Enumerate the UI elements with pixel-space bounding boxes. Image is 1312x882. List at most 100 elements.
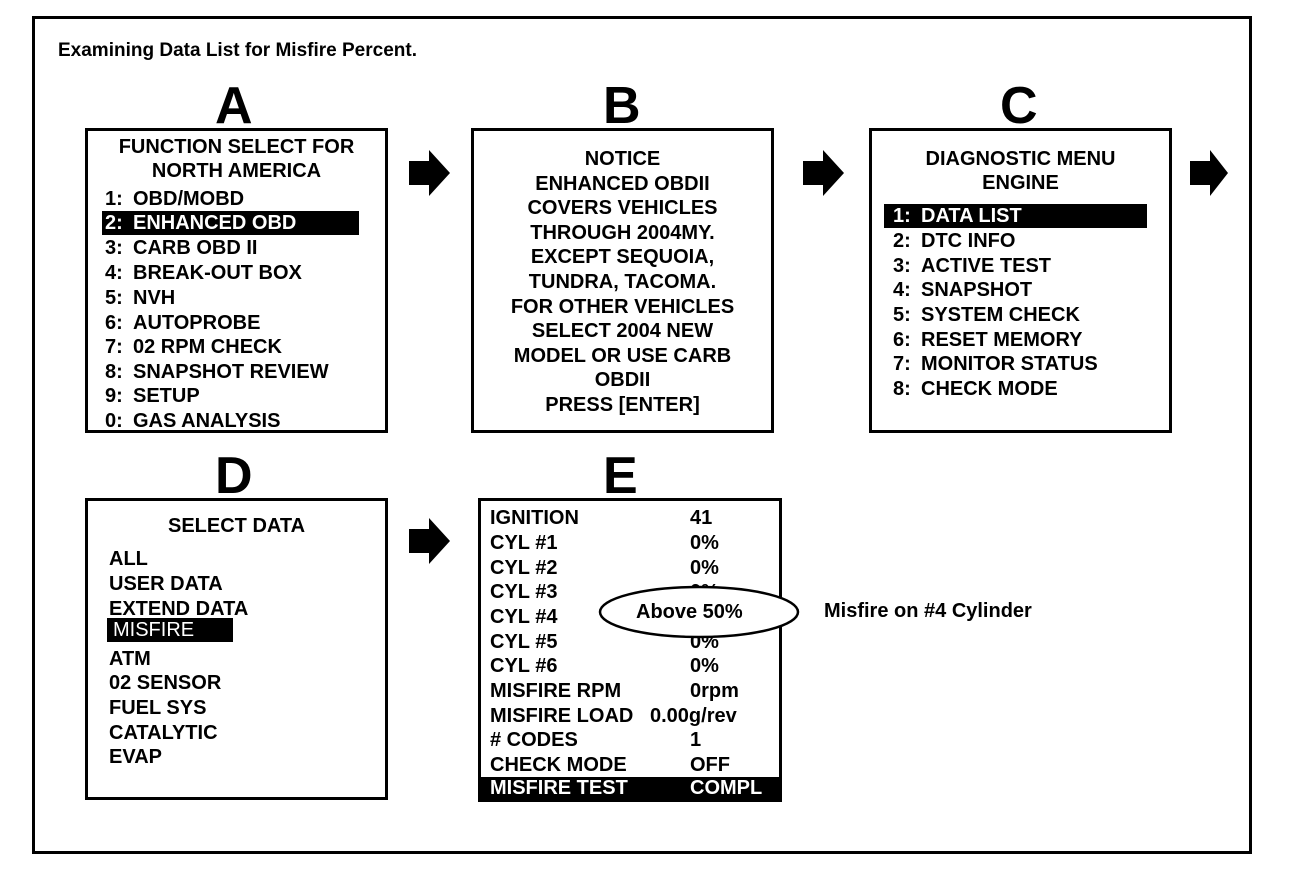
- panel-a-letter: A: [215, 77, 253, 135]
- notice-line-4: THROUGH 2004MY.: [530, 221, 715, 244]
- arrow-right-icon: [1190, 150, 1228, 196]
- item-number: 3:: [893, 255, 911, 277]
- item-label: DATA LIST: [921, 205, 1022, 227]
- menu-item-check-mode[interactable]: 8: CHECK MODE: [893, 377, 1058, 401]
- menu-item-system-check[interactable]: 5: SYSTEM CHECK: [893, 303, 1080, 327]
- item-label: SETUP: [133, 385, 200, 407]
- item-label: NVH: [133, 287, 176, 309]
- row-label: MISFIRE TEST: [490, 777, 628, 799]
- item-number: 5:: [893, 304, 911, 326]
- menu-item-reset-memory[interactable]: 6:RESET MEMORY: [893, 328, 1083, 352]
- data-row-misfire-test: MISFIRE TEST COMPL: [481, 777, 779, 799]
- data-option-extend-data[interactable]: EXTEND DATA: [109, 598, 249, 620]
- menu-item-gas-analysis[interactable]: 0: GAS ANALYSIS: [105, 409, 280, 433]
- screen-c-header-line2: ENGINE: [982, 172, 1059, 194]
- menu-item-obd-mobd[interactable]: 1:OBD/MOBD: [105, 187, 244, 211]
- diagram-frame: [32, 16, 1252, 854]
- menu-item-nvh[interactable]: 5:NVH: [105, 286, 175, 310]
- arrow-right-icon: [409, 518, 450, 564]
- menu-item-break-out-box[interactable]: 4: BREAK-OUT BOX: [105, 261, 302, 285]
- row-value: 1: [690, 729, 702, 751]
- panel-e-letter: E: [603, 447, 638, 505]
- menu-item-active-test[interactable]: 3:ACTIVE TEST: [893, 254, 1051, 278]
- item-number: 2:: [105, 212, 123, 234]
- menu-item-autoprobe[interactable]: 6:AUTOPROBE: [105, 311, 260, 335]
- item-label: CHECK MODE: [921, 378, 1058, 400]
- row-label: CYL #2: [490, 557, 558, 579]
- item-number: 4:: [893, 279, 911, 301]
- screen-a-header-line1: FUNCTION SELECT FOR: [118, 136, 355, 158]
- menu-item-enhanced-obd[interactable]: 2:ENHANCED OBD: [102, 211, 359, 235]
- row-value: COMPL: [690, 777, 763, 799]
- row-label: CYL #1: [490, 532, 558, 554]
- figure-caption: Examining Data List for Misfire Percent.: [58, 40, 417, 61]
- row-label: CYL #3: [490, 581, 558, 603]
- panel-c-letter: C: [1000, 77, 1038, 135]
- screen-c-header: DIAGNOSTIC MENU ENGINE: [872, 147, 1169, 195]
- item-label: OBD/MOBD: [133, 188, 245, 210]
- menu-item-02-rpm-check[interactable]: 7: 02 RPM CHECK: [105, 335, 282, 359]
- menu-item-carb-obd-ii[interactable]: 3: CARB OBD II: [105, 236, 257, 260]
- screen-b-notice: NOTICE ENHANCED OBDII COVERS VEHICLES TH…: [471, 128, 774, 433]
- notice-line-11: PRESS [ENTER]: [545, 393, 700, 416]
- notice-line-5: EXCEPT SEQUOIA,: [530, 246, 715, 269]
- data-option-misfire[interactable]: MISFIRE: [107, 618, 233, 642]
- item-number: 7:: [105, 336, 123, 358]
- menu-item-dtc-info[interactable]: 2:DTC INFO: [893, 229, 1015, 253]
- row-label: MISFIRE RPM: [490, 680, 622, 702]
- notice-line-2: ENHANCED OBDII: [535, 172, 710, 195]
- misfire-annotation: Misfire on #4 Cylinder: [824, 600, 1032, 622]
- item-number: 8:: [105, 361, 123, 383]
- data-option-all[interactable]: ALL: [109, 548, 148, 570]
- item-label: RESET MEMORY: [921, 329, 1083, 351]
- item-label: SYSTEM CHECK: [921, 304, 1080, 326]
- item-number: 6:: [105, 312, 123, 334]
- panel-d-letter: D: [215, 447, 253, 505]
- item-label: 02 RPM CHECK: [133, 336, 282, 358]
- item-number: 1:: [893, 205, 911, 227]
- data-option-atm[interactable]: ATM: [109, 648, 151, 670]
- row-label: CYL #5: [490, 631, 558, 653]
- item-number: 8:: [893, 378, 911, 400]
- data-option-catalytic[interactable]: CATALYTIC: [109, 722, 218, 744]
- row-label: CHECK MODE: [490, 754, 627, 776]
- screen-a-header-line2: NORTH AMERICA: [151, 160, 322, 182]
- menu-item-setup[interactable]: 9:SETUP: [105, 384, 200, 408]
- arrow-right-icon: [409, 150, 450, 196]
- data-option-02-sensor[interactable]: 02 SENSOR: [109, 672, 222, 694]
- item-number: 4:: [105, 262, 123, 284]
- item-number: 3:: [105, 237, 123, 259]
- item-label: GAS ANALYSIS: [133, 410, 281, 432]
- row-value: 0%: [690, 557, 719, 579]
- menu-item-monitor-status[interactable]: 7:MONITOR STATUS: [893, 352, 1098, 376]
- data-row-cyl-4: CYL #4: [490, 605, 770, 629]
- panel-b-letter: B: [603, 77, 641, 135]
- item-label: BREAK-OUT BOX: [133, 262, 302, 284]
- screen-c-header-line1: DIAGNOSTIC MENU: [925, 148, 1116, 170]
- data-option-user-data[interactable]: USER DATA: [109, 573, 223, 595]
- data-row-cyl-2: CYL #2 0%: [490, 556, 770, 580]
- notice-line-6: TUNDRA, TACOMA.: [528, 270, 717, 293]
- item-label: SNAPSHOT: [921, 279, 1033, 301]
- screen-a-header: FUNCTION SELECT FOR NORTH AMERICA: [88, 135, 385, 183]
- menu-item-snapshot[interactable]: 4: SNAPSHOT: [893, 278, 1032, 302]
- data-option-evap[interactable]: EVAP: [109, 746, 162, 768]
- notice-line-10: OBDII: [594, 369, 651, 392]
- item-number: 0:: [105, 410, 123, 432]
- screen-a-function-select: FUNCTION SELECT FOR NORTH AMERICA 1:OBD/…: [85, 128, 388, 433]
- data-option-fuel-sys[interactable]: FUEL SYS: [109, 697, 207, 719]
- item-label: SNAPSHOT REVIEW: [133, 361, 329, 383]
- menu-item-snapshot-review[interactable]: 8: SNAPSHOT REVIEW: [105, 360, 329, 384]
- notice-line-8: SELECT 2004 NEW: [531, 320, 714, 343]
- row-label: MISFIRE LOAD: [490, 705, 634, 727]
- row-label: CYL #4: [490, 606, 558, 628]
- menu-item-data-list[interactable]: 1: DATA LIST: [884, 204, 1147, 228]
- item-label: CARB OBD II: [133, 237, 258, 259]
- notice-line-7: FOR OTHER VEHICLES: [510, 295, 735, 318]
- highlight-ellipse: [598, 585, 800, 639]
